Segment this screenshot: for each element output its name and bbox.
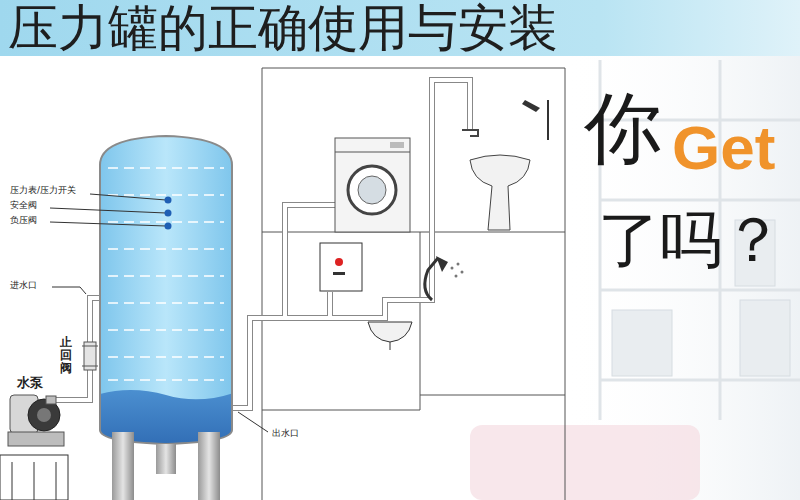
part-label: 出水口 xyxy=(272,428,299,438)
part-label: 压力表/压力开关 xyxy=(10,185,76,195)
part-label: 止回阀 xyxy=(60,336,72,376)
title-text: 压力罐的正确使用与安装 xyxy=(8,0,558,58)
part-label: 水泵 xyxy=(17,376,43,391)
part-label: 安全阀 xyxy=(10,200,37,210)
slogan-text: Get xyxy=(672,112,775,183)
part-label: 进水口 xyxy=(10,280,37,290)
slogan-text: 了吗？ xyxy=(598,204,784,275)
part-label: 负压阀 xyxy=(10,215,37,225)
slogan-text: 你 xyxy=(584,84,662,174)
